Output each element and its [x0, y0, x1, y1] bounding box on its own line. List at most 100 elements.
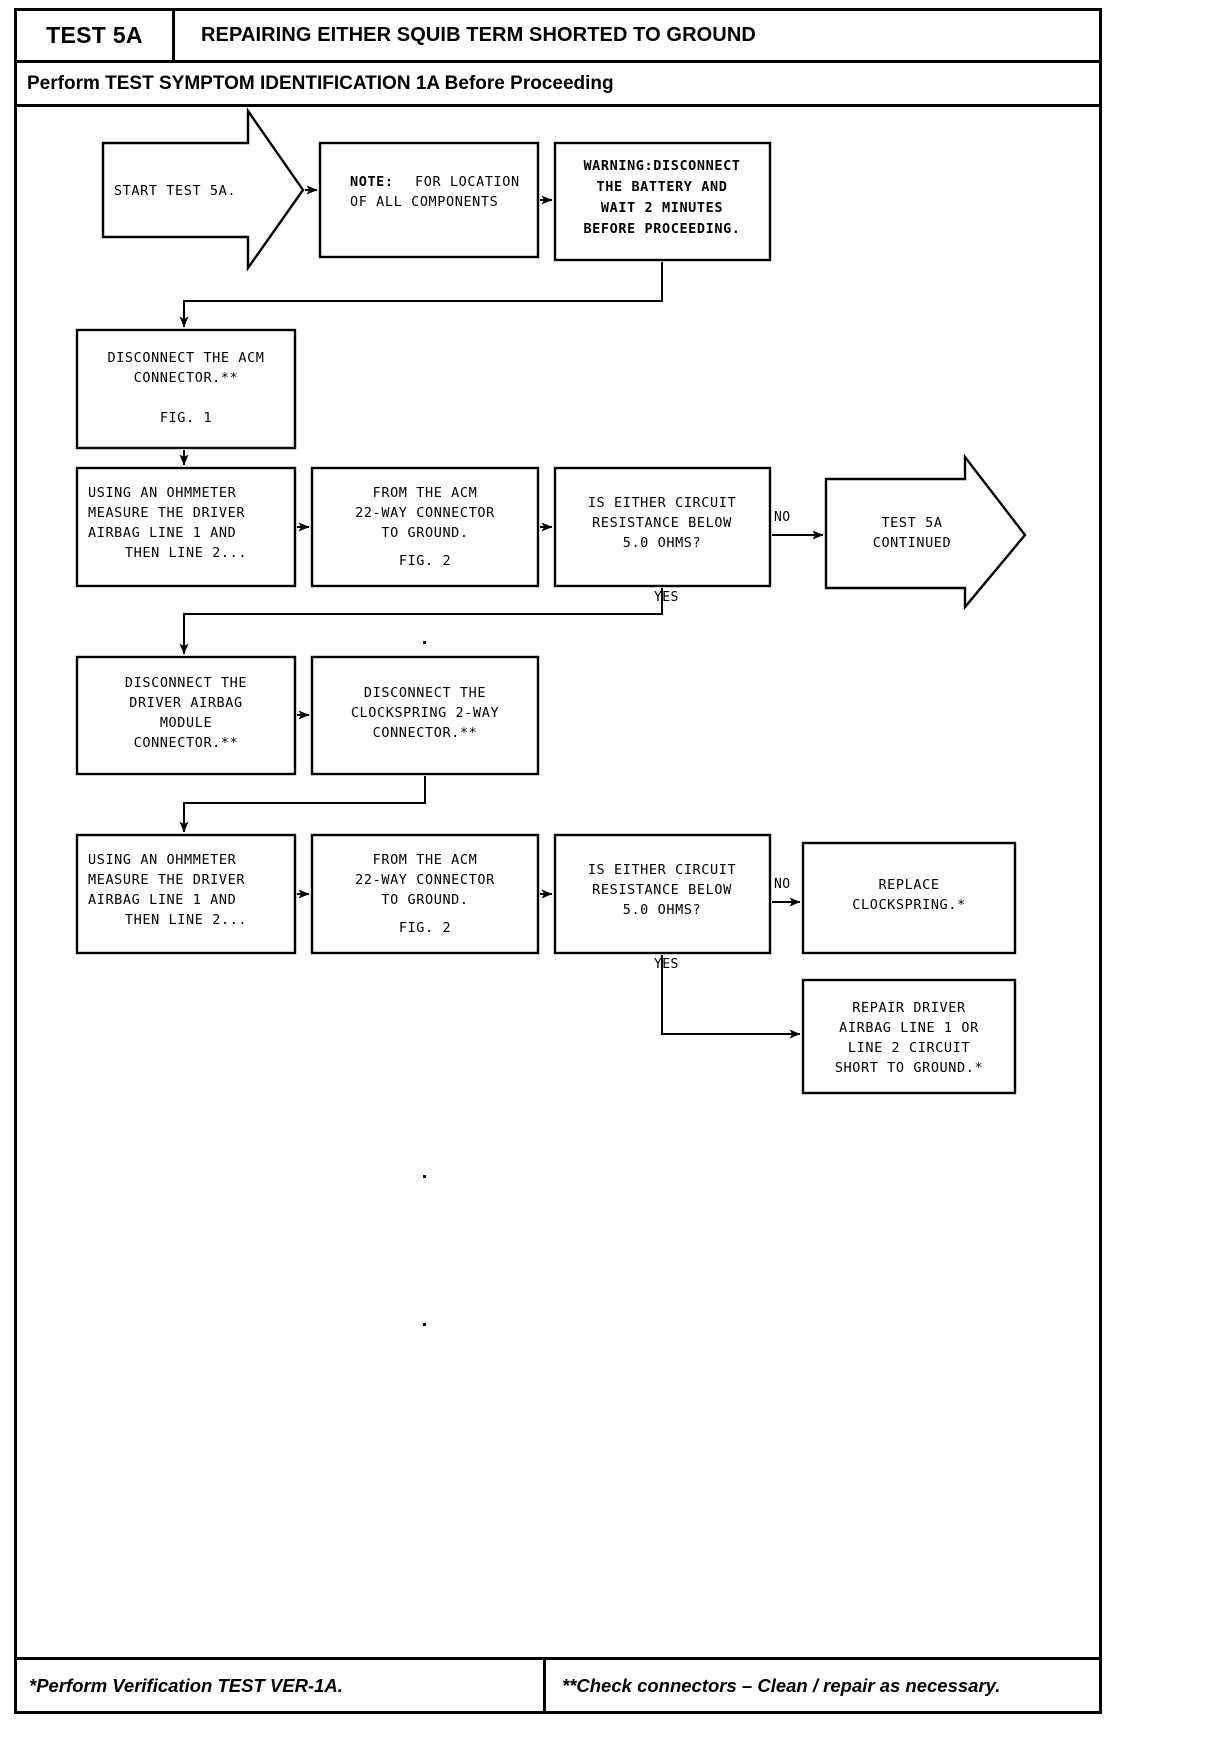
node-test-continued: TEST 5A CONTINUED — [824, 453, 1027, 611]
node-from-acm-1-line-2: TO GROUND. — [381, 525, 468, 541]
node-replace-clockspring: REPLACE CLOCKSPRING.* — [801, 841, 1017, 955]
node-disconnect-airbag-module-shape — [75, 655, 297, 776]
node-ohmmeter-2-line-3: THEN LINE 2... — [125, 912, 247, 928]
node-from-acm-1-line-1: 22-WAY CONNECTOR — [355, 505, 495, 521]
test-id-cell: TEST 5A — [17, 11, 175, 60]
node-disconnect-airbag-module-line-0: DISCONNECT THE — [125, 675, 247, 691]
node-test-continued-line-0: TEST 5A — [881, 515, 942, 531]
node-decision-1: IS EITHER CIRCUIT RESISTANCE BELOW 5.0 O… — [553, 466, 772, 588]
node-note-components-shape — [318, 141, 540, 259]
node-disconnect-acm: DISCONNECT THE ACM CONNECTOR.** FIG. 1 — [75, 328, 297, 450]
node-disconnect-clockspring-line-2: CONNECTOR.** — [373, 725, 478, 741]
scan-speck-3 — [423, 1323, 426, 1326]
node-warning-battery: WARNING:DISCONNECT THE BATTERY AND WAIT … — [553, 141, 772, 262]
connector-decision2-yes — [661, 955, 801, 1039]
footer-right-cell: **Check connectors – Clean / repair as n… — [546, 1660, 1099, 1711]
footer-connectors-note: **Check connectors – Clean / repair as n… — [562, 1674, 1001, 1696]
node-from-acm-1-fig: FIG. 2 — [399, 553, 451, 569]
branch-label-decision1-no: NO — [774, 510, 790, 525]
node-start: START TEST 5A. — [101, 107, 305, 272]
node-ohmmeter-2-shape — [75, 833, 297, 955]
test-id-label: TEST 5A — [46, 22, 143, 48]
connector-clockspring-to-ohmmeter2 — [179, 776, 426, 833]
node-decision-2-line-0: IS EITHER CIRCUIT — [588, 862, 736, 878]
node-ohmmeter-2-line-0: USING AN OHMMETER — [88, 852, 237, 868]
node-repair-short-shape — [801, 978, 1017, 1095]
node-from-acm-2-line-1: 22-WAY CONNECTOR — [355, 872, 495, 888]
header-title-cell: REPAIRING EITHER SQUIB TERM SHORTED TO G… — [175, 11, 1099, 60]
node-test-continued-shape — [824, 453, 1027, 611]
node-from-acm-1-line-0: FROM THE ACM — [373, 485, 478, 501]
node-note-components-line-0b: FOR LOCATION — [415, 174, 520, 190]
node-from-acm-2: FROM THE ACM 22-WAY CONNECTOR TO GROUND.… — [310, 833, 540, 955]
node-repair-short: REPAIR DRIVER AIRBAG LINE 1 OR LINE 2 CI… — [801, 978, 1017, 1095]
node-repair-short-line-3: SHORT TO GROUND.* — [835, 1060, 983, 1076]
node-repair-short-line-0: REPAIR DRIVER — [852, 1000, 966, 1016]
node-warning-battery-shape — [553, 141, 772, 262]
node-decision-1-line-1: RESISTANCE BELOW — [592, 515, 732, 531]
node-decision-2-line-1: RESISTANCE BELOW — [592, 882, 732, 898]
node-disconnect-clockspring-line-0: DISCONNECT THE — [364, 685, 486, 701]
node-decision-2-line-2: 5.0 OHMS? — [623, 902, 702, 918]
node-start-shape — [101, 107, 305, 272]
node-disconnect-acm-line-0: DISCONNECT THE ACM — [107, 350, 264, 366]
document-frame: TEST 5A REPAIRING EITHER SQUIB TERM SHOR… — [14, 8, 1102, 1714]
subheader-instruction: Perform TEST SYMPTOM IDENTIFICATION 1A B… — [27, 72, 614, 94]
node-test-continued-line-1: CONTINUED — [873, 535, 952, 551]
node-warning-line-2: WAIT 2 MINUTES — [601, 200, 723, 216]
node-from-acm-2-shape — [310, 833, 540, 955]
node-note-components-line-1: OF ALL COMPONENTS — [350, 194, 498, 210]
flowchart-area: START TEST 5A. NOTE: FOR LOCATION OF ALL… — [17, 107, 1099, 1611]
node-ohmmeter-1-line-3: THEN LINE 2... — [125, 545, 247, 561]
node-ohmmeter-1-line-1: MEASURE THE DRIVER — [88, 505, 245, 521]
node-disconnect-acm-shape — [75, 328, 297, 450]
node-disconnect-acm-line-1: CONNECTOR.** — [134, 370, 239, 386]
node-repair-short-line-2: LINE 2 CIRCUIT — [848, 1040, 970, 1056]
branch-label-decision1-yes: YES — [654, 590, 679, 605]
node-warning-line-0: WARNING:DISCONNECT — [583, 158, 740, 174]
node-disconnect-clockspring-line-1: CLOCKSPRING 2-WAY — [351, 705, 499, 721]
node-ohmmeter-2-line-2: AIRBAG LINE 1 AND — [88, 892, 236, 908]
node-decision-1-line-0: IS EITHER CIRCUIT — [588, 495, 736, 511]
node-from-acm-1-shape — [310, 466, 540, 588]
node-disconnect-acm-fig: FIG. 1 — [160, 410, 212, 426]
node-from-acm-2-line-2: TO GROUND. — [381, 892, 468, 908]
node-repair-short-line-1: AIRBAG LINE 1 OR — [839, 1020, 979, 1036]
node-ohmmeter-2: USING AN OHMMETER MEASURE THE DRIVER AIR… — [75, 833, 297, 955]
node-disconnect-airbag-module-line-1: DRIVER AIRBAG — [129, 695, 242, 711]
node-disconnect-airbag-module-line-3: CONNECTOR.** — [134, 735, 239, 751]
branch-label-decision2-yes: YES — [654, 957, 679, 972]
node-decision-2: IS EITHER CIRCUIT RESISTANCE BELOW 5.0 O… — [553, 833, 772, 955]
footer-left-cell: *Perform Verification TEST VER-1A. — [17, 1660, 546, 1711]
header-bar: TEST 5A REPAIRING EITHER SQUIB TERM SHOR… — [17, 11, 1099, 63]
node-ohmmeter-1-line-2: AIRBAG LINE 1 AND — [88, 525, 236, 541]
node-decision-1-shape — [553, 466, 772, 588]
node-note-components: NOTE: FOR LOCATION OF ALL COMPONENTS — [318, 141, 540, 259]
node-from-acm-2-line-0: FROM THE ACM — [373, 852, 478, 868]
node-ohmmeter-2-line-1: MEASURE THE DRIVER — [88, 872, 245, 888]
node-ohmmeter-1-line-0: USING AN OHMMETER — [88, 485, 237, 501]
scan-speck-2 — [423, 1175, 426, 1178]
node-disconnect-airbag-module: DISCONNECT THE DRIVER AIRBAG MODULE CONN… — [75, 655, 297, 776]
node-disconnect-clockspring: DISCONNECT THE CLOCKSPRING 2-WAY CONNECT… — [310, 655, 540, 776]
node-decision-2-shape — [553, 833, 772, 955]
branch-label-decision2-no: NO — [774, 877, 790, 892]
node-disconnect-clockspring-shape — [310, 655, 540, 776]
footer-verification-note: *Perform Verification TEST VER-1A. — [29, 1674, 343, 1696]
footer-bar: *Perform Verification TEST VER-1A. **Che… — [17, 1657, 1099, 1711]
node-replace-clockspring-shape — [801, 841, 1017, 955]
node-ohmmeter-1-shape — [75, 466, 297, 588]
connector-warning-to-disconnect-acm — [179, 262, 663, 328]
subheader-bar: Perform TEST SYMPTOM IDENTIFICATION 1A B… — [17, 63, 1099, 107]
node-from-acm-1: FROM THE ACM 22-WAY CONNECTOR TO GROUND.… — [310, 466, 540, 588]
node-replace-clockspring-line-1: CLOCKSPRING.* — [852, 897, 965, 913]
page-title: REPAIRING EITHER SQUIB TERM SHORTED TO G… — [201, 24, 756, 46]
node-warning-line-3: BEFORE PROCEEDING. — [583, 221, 740, 237]
node-note-keyword: NOTE: — [350, 174, 394, 190]
flowchart-svg: START TEST 5A. NOTE: FOR LOCATION OF ALL… — [75, 107, 1027, 1326]
node-ohmmeter-1: USING AN OHMMETER MEASURE THE DRIVER AIR… — [75, 466, 297, 588]
node-from-acm-2-fig: FIG. 2 — [399, 920, 451, 936]
connector-decision1-yes — [179, 588, 663, 655]
node-warning-line-1: THE BATTERY AND — [597, 179, 728, 195]
